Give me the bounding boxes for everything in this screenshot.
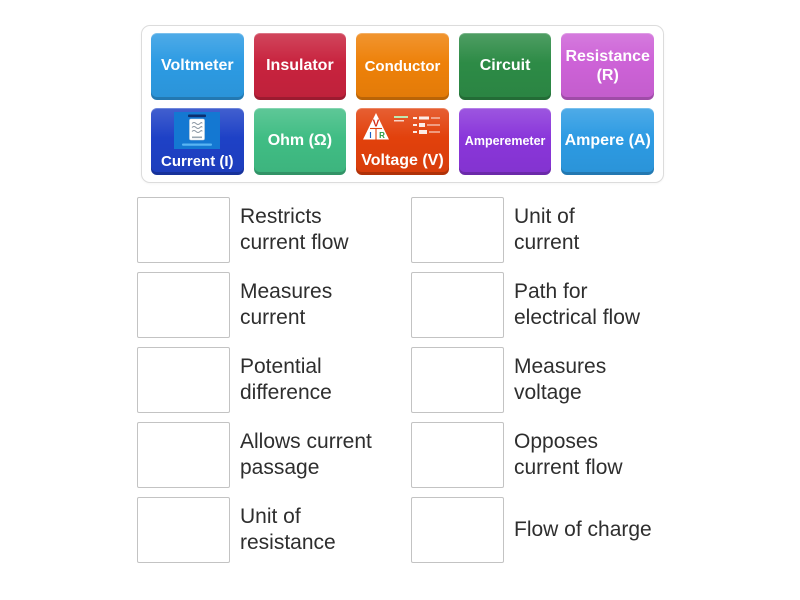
match-row: Unit of current [411, 197, 579, 263]
definition-text: Unit of resistance [240, 505, 336, 554]
match-row: Restricts current flow [137, 197, 349, 263]
tile-label: Voltage (V) [361, 151, 444, 169]
definition-text: Flow of charge [514, 518, 652, 541]
match-row: Path for electrical flow [411, 272, 640, 338]
tile-conductor[interactable]: Conductor [356, 33, 449, 100]
definition-text: Unit of current [514, 205, 580, 254]
tile-ampere[interactable]: Ampere (A) [561, 108, 654, 175]
drop-box[interactable] [137, 422, 230, 488]
drop-box[interactable] [411, 497, 504, 563]
tile-insulator[interactable]: Insulator [253, 33, 347, 100]
definition-text: Opposes current flow [514, 430, 623, 479]
drop-box[interactable] [137, 347, 230, 413]
drop-box[interactable] [411, 197, 504, 263]
drop-box[interactable] [137, 272, 230, 338]
match-row: Opposes current flow [411, 422, 623, 488]
drop-box[interactable] [137, 497, 230, 563]
match-row: Unit of resistance [137, 497, 336, 563]
tile-resistance[interactable]: Resistance (R) [561, 33, 654, 100]
match-row: Flow of charge [411, 497, 652, 563]
ammeter-device-icon [174, 112, 221, 149]
definition-text: Allows current passage [240, 430, 372, 479]
drop-box[interactable] [137, 197, 230, 263]
tile-ohm[interactable]: Ohm (Ω) [253, 108, 347, 175]
tile-voltage[interactable]: V I R Voltage (V) [356, 108, 449, 175]
tile-amperemeter[interactable]: Amperemeter [458, 108, 552, 175]
svg-text:R: R [380, 131, 386, 140]
drop-box[interactable] [411, 422, 504, 488]
definition-text: Potential difference [240, 355, 332, 404]
match-row: Measures current [137, 272, 332, 338]
match-row: Potential difference [137, 347, 332, 413]
definition-text: Restricts current flow [240, 205, 349, 254]
match-row: Measures voltage [411, 347, 606, 413]
svg-text:V: V [373, 119, 380, 130]
definition-text: Measures voltage [514, 355, 607, 404]
tile-voltmeter[interactable]: Voltmeter [151, 33, 244, 100]
tile-label: Current (I) [161, 152, 234, 170]
definition-text: Measures current [240, 280, 333, 329]
tile-circuit[interactable]: Circuit [458, 33, 552, 100]
match-row: Allows current passage [137, 422, 372, 488]
svg-text:I: I [370, 131, 372, 140]
definition-text: Path for electrical flow [514, 280, 641, 329]
tile-current[interactable]: Current (I) [151, 108, 244, 175]
ohms-law-triangle-icon: V I R [361, 112, 443, 142]
answer-tile-tray: Voltmeter Insulator Conductor Circuit Re… [141, 25, 664, 183]
drop-box[interactable] [411, 347, 504, 413]
drop-box[interactable] [411, 272, 504, 338]
